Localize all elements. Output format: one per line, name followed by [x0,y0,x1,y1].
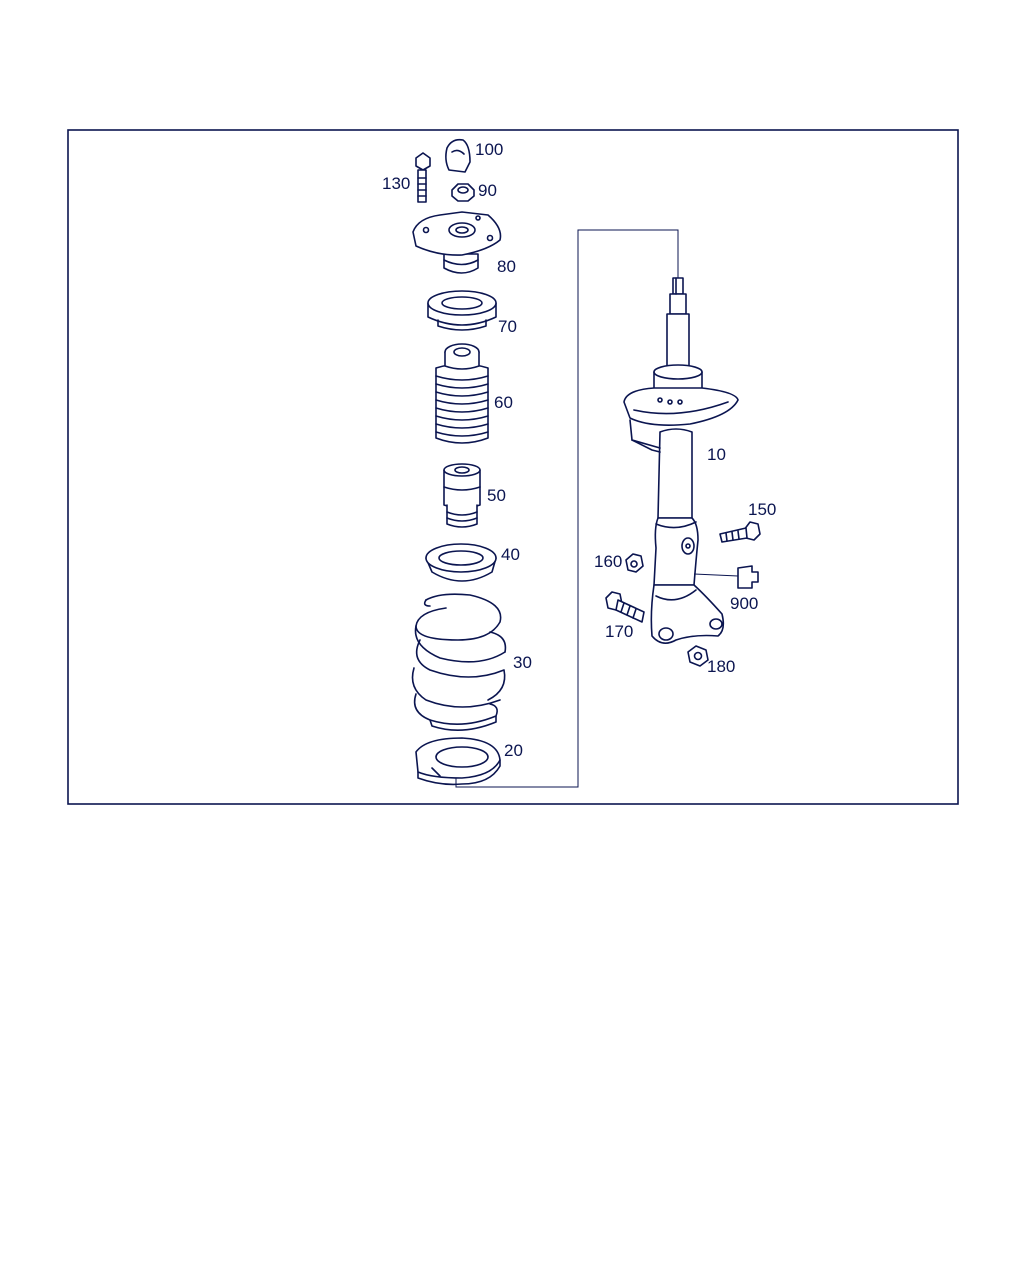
callout-label-100: 100 [475,140,504,159]
callout-label-150: 150 [748,500,777,519]
part-80-strut-mount [412,211,502,274]
part-160-nut [625,553,644,573]
callout-label-30: 30 [513,653,532,672]
part-90-nut [451,183,475,202]
part-150-bolt [719,521,761,543]
callout-label-160: 160 [594,552,623,571]
callout-label-170: 170 [605,622,634,641]
part-20-lower-spring-seat [415,737,501,786]
part-130-mount-bolt [415,152,431,203]
callout-label-130: 130 [382,174,411,193]
callout-label-180: 180 [707,657,736,676]
callout-label-20: 20 [504,741,523,760]
part-900-bracket-clip [737,565,759,589]
part-170-bolt [605,591,645,623]
callout-label-80: 80 [497,257,516,276]
callout-label-50: 50 [487,486,506,505]
assembly-connector-line [455,229,679,788]
part-30-coil-spring [411,593,507,731]
part-50-bump-stop [443,463,481,528]
part-60-dust-boot [435,343,489,444]
diagram-frame [67,129,959,805]
part-10-strut-shock-absorber [623,277,739,644]
callout-label-900: 900 [730,594,759,613]
callout-label-90: 90 [478,181,497,200]
part-100-protective-cap [445,138,471,173]
part-40-upper-spring-seat [425,543,497,582]
callout-label-40: 40 [501,545,520,564]
part-180-nut [687,645,709,667]
leader-line-900 [693,573,739,577]
callout-label-60: 60 [494,393,513,412]
callout-label-10: 10 [707,445,726,464]
part-70-strut-bearing [427,290,497,331]
callout-label-70: 70 [498,317,517,336]
